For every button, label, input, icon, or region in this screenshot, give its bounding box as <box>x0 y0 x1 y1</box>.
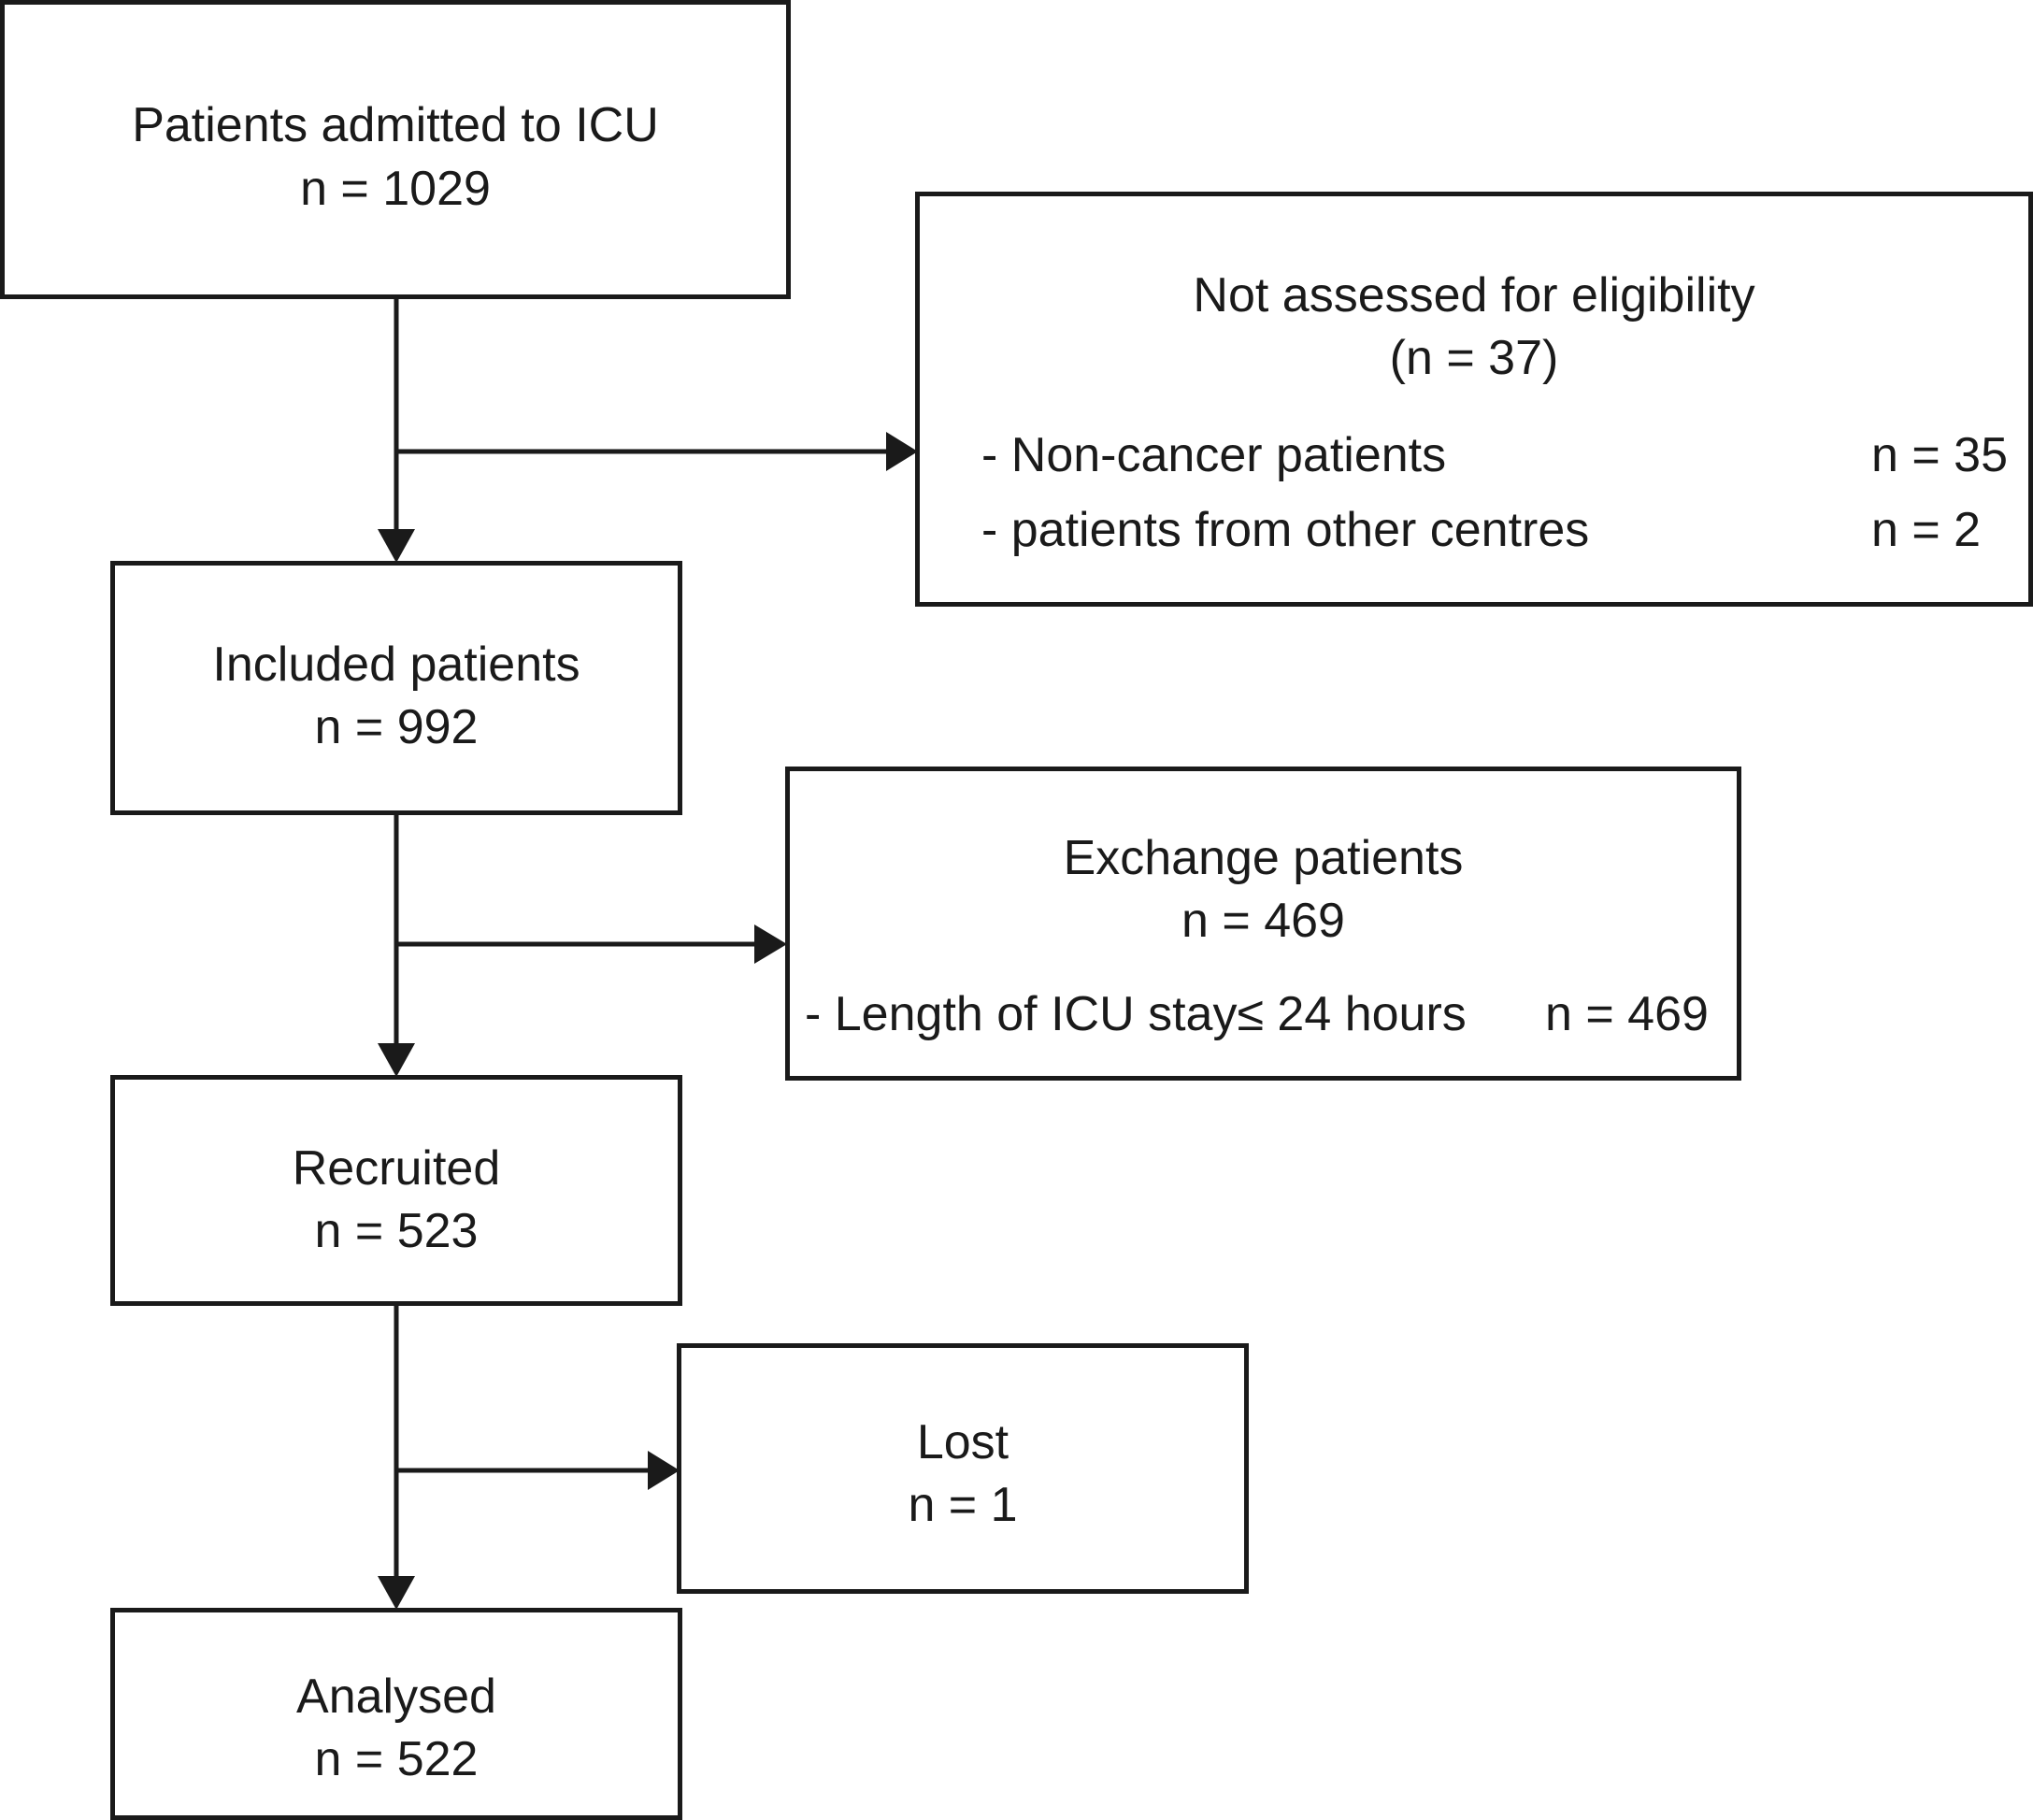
lost-count: n = 1 <box>908 1478 1018 1532</box>
arrowhead-to-lost <box>648 1451 680 1490</box>
exchange-title: Exchange patients <box>1063 831 1464 885</box>
included-title: Included patients <box>212 638 580 692</box>
lost-box: Lost n = 1 <box>677 1343 1249 1594</box>
admitted-box: Patients admitted to ICU n = 1029 <box>0 0 791 299</box>
recruited-box: Recruited n = 523 <box>110 1075 682 1306</box>
analysed-title: Analysed <box>296 1670 496 1724</box>
arrowhead-to-exchange <box>754 924 787 964</box>
arrowhead-to-not-assessed <box>886 432 918 471</box>
recruited-title: Recruited <box>292 1141 501 1196</box>
analysed-box: Analysed n = 522 <box>110 1608 682 1820</box>
admitted-count: n = 1029 <box>300 162 491 216</box>
included-box: Included patients n = 992 <box>110 561 682 815</box>
not-assessed-item-count: n = 35 <box>1871 428 2009 482</box>
exchange-item-count: n = 469 <box>1545 987 1709 1041</box>
not-assessed-count: (n = 37) <box>1389 331 1559 385</box>
admitted-title: Patients admitted to ICU <box>132 98 659 152</box>
exchange-item-label: - Length of ICU stay≤ 24 hours <box>805 987 1467 1041</box>
not-assessed-item-count: n = 2 <box>1871 503 1982 557</box>
arrowhead-to-recruited <box>378 1043 415 1077</box>
recruited-count: n = 523 <box>314 1204 479 1258</box>
arrowhead-to-included <box>378 529 415 563</box>
not-assessed-title: Not assessed for eligibility <box>1193 268 1755 322</box>
not-assessed-box: Not assessed for eligibility (n = 37) - … <box>915 192 2033 607</box>
included-count: n = 992 <box>314 700 479 754</box>
lost-title: Lost <box>916 1415 1009 1469</box>
exchange-count: n = 469 <box>1181 894 1345 948</box>
not-assessed-item-label: - Non-cancer patients <box>981 428 1447 482</box>
not-assessed-item-label: - patients from other centres <box>981 503 1590 557</box>
exchange-box: Exchange patients n = 469 - Length of IC… <box>785 767 1741 1081</box>
arrowhead-to-analysed <box>378 1576 415 1610</box>
analysed-count: n = 522 <box>314 1732 479 1786</box>
